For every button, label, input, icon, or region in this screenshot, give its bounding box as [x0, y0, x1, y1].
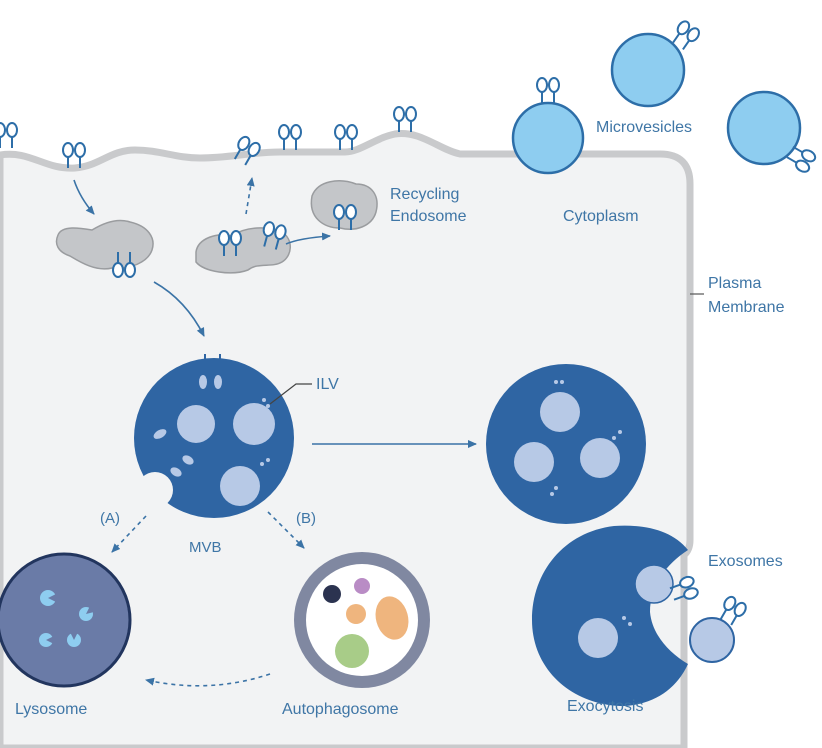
- cytoplasm-region: [0, 130, 694, 748]
- microvesicle-1: [511, 78, 585, 175]
- plasma-membrane-label-line2: Membrane: [708, 299, 785, 316]
- mvb-label: MVB: [189, 539, 222, 556]
- arrow-path-a: [111, 515, 147, 553]
- early-endosome-2: [195, 221, 291, 274]
- arrow-endocytosis: [73, 179, 95, 215]
- autophagosome: [294, 552, 430, 688]
- exosomes-label: Exosomes: [708, 553, 783, 570]
- autophagosome-label: Autophagosome: [282, 701, 399, 718]
- exocytosis-label: Exocytosis: [567, 698, 643, 715]
- arrow-path-b: [267, 511, 305, 549]
- recycling-endosome-label-line1: Recycling: [390, 186, 459, 203]
- plasma-membrane-label-line1: Plasma: [708, 275, 761, 292]
- microvesicles-label: Microvesicles: [596, 119, 692, 136]
- early-endosome-1: [55, 219, 154, 277]
- mvb-docking: [486, 364, 646, 524]
- pathway-b-label: (B): [296, 510, 316, 527]
- recycling-endosome: [310, 180, 378, 230]
- lysosome-label: Lysosome: [15, 701, 87, 718]
- ilv-label: ILV: [316, 376, 339, 393]
- ilv-leader-line: [269, 383, 312, 405]
- lysosome: [0, 552, 132, 688]
- pathway-a-label: (A): [100, 510, 120, 527]
- mvb: [134, 354, 294, 518]
- microvesicle-3: [726, 90, 817, 174]
- cytoplasm-label: Cytoplasm: [563, 208, 639, 225]
- arrow-to-recycling: [285, 232, 331, 245]
- exocytosis-mvb: [532, 525, 699, 706]
- microvesicle-2: [610, 19, 701, 108]
- arrow-to-mvb: [153, 281, 205, 337]
- exosome-released: [689, 595, 748, 663]
- arrow-recycling-up: [245, 177, 255, 215]
- recycling-endosome-label-line2: Endosome: [390, 208, 467, 225]
